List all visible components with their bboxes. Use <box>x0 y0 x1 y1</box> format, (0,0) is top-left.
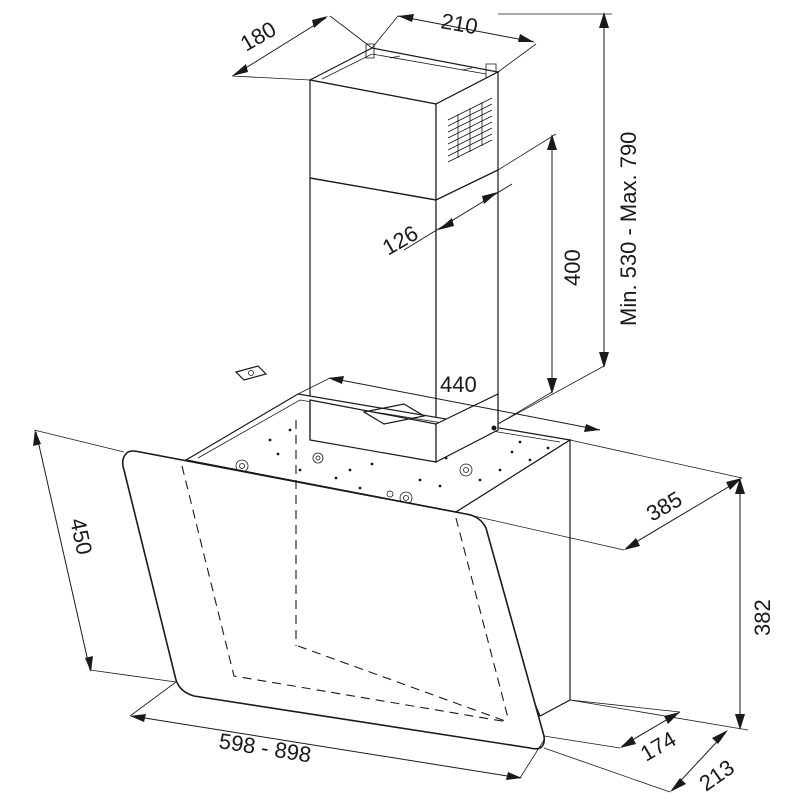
dim-label-174: 174 <box>636 726 680 766</box>
hood-body <box>184 393 572 717</box>
chimney <box>308 43 500 463</box>
dim-label-210: 210 <box>439 8 480 39</box>
hidden-edge-left <box>181 465 509 723</box>
dim-label-chimney-range: Min. 530 - Max. 790 <box>616 132 641 326</box>
dimension-lines <box>33 12 749 793</box>
dim-label-400: 400 <box>560 249 585 286</box>
dim-label-440: 440 <box>440 372 477 397</box>
wall-bracket <box>234 365 268 381</box>
dim-label-385: 385 <box>642 486 686 526</box>
control-panel <box>362 403 426 425</box>
dim-label-213: 213 <box>695 755 739 797</box>
vent-grille <box>447 97 493 163</box>
dim-label-598-898: 598 - 898 <box>217 728 313 767</box>
dim-label-450: 450 <box>65 516 97 557</box>
glass-panel <box>121 420 546 750</box>
dim-label-382: 382 <box>750 599 775 636</box>
